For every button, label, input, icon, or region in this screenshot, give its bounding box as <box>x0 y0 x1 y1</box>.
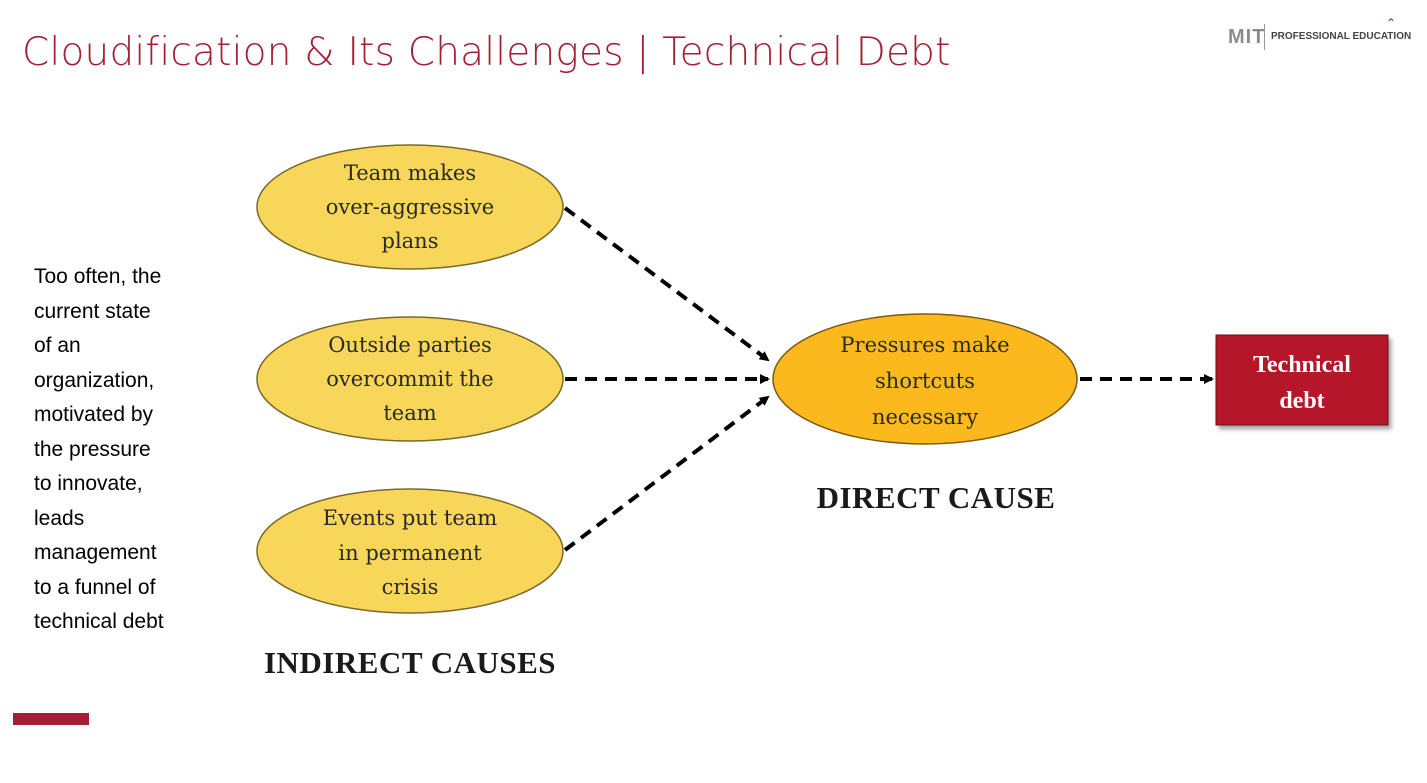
technical-debt-text-line: debt <box>1279 388 1324 414</box>
side-text-line: Too often, the <box>34 265 162 288</box>
node-text-line: overcommit the <box>326 367 493 391</box>
node-text-line: Outside parties <box>328 333 492 357</box>
node-text-line: crisis <box>382 575 439 599</box>
node-text-line: over-aggressive <box>326 195 495 219</box>
direct-cause-node: Pressures make shortcuts necessary <box>772 313 1078 445</box>
node-text-line: shortcuts <box>875 369 975 393</box>
side-text-line: motivated by <box>34 403 154 426</box>
arrow-plans-to-pressures <box>563 206 770 362</box>
node-text-line: team <box>383 401 436 425</box>
node-text-line: plans <box>382 229 439 253</box>
technical-debt-box <box>1215 334 1389 426</box>
technical-debt-node: Technical debt <box>1215 334 1389 426</box>
side-text-line: current state <box>34 299 151 323</box>
indirect-cause-ellipse <box>256 316 564 442</box>
side-text-line: organization, <box>34 368 155 392</box>
indirect-causes-label: INDIRECT CAUSES <box>264 645 556 680</box>
side-text-line: leads <box>34 506 85 530</box>
node-text-line: necessary <box>872 405 978 429</box>
side-description: Too often, the current state of an organ… <box>34 260 214 640</box>
slide-title: Cloudification & Its Challenges | Techni… <box>22 30 951 75</box>
indirect-cause-node-1: Team makes over-aggressive plans <box>256 144 564 270</box>
arrows <box>563 206 1214 552</box>
direct-cause-ellipse <box>772 313 1078 445</box>
direct-cause-label: DIRECT CAUSE <box>817 480 1056 515</box>
side-text-line: of an <box>34 334 81 357</box>
graduation-cap-icon: ⌃ <box>1386 16 1397 30</box>
side-text-line: the pressure <box>34 437 151 461</box>
node-text-line: Team makes <box>344 161 476 185</box>
side-text-line: to innovate, <box>34 472 143 495</box>
node-text-line: in permanent <box>338 541 482 565</box>
side-text-line: to a funnel of <box>34 575 156 599</box>
indirect-cause-ellipse <box>256 144 564 270</box>
mit-pe-logo: MIT PROFESSIONAL EDUCATION ⌃ <box>1228 16 1412 56</box>
indirect-cause-node-2: Outside parties overcommit the team <box>256 316 564 442</box>
footer-accent-bar <box>13 713 89 725</box>
mit-logo-mark: MIT <box>1228 26 1266 48</box>
arrow-crisis-to-pressures <box>563 395 770 552</box>
node-text-line: Events put team <box>323 506 498 530</box>
indirect-cause-node-3: Events put team in permanent crisis <box>256 488 564 614</box>
logo-divider <box>1264 24 1265 50</box>
technical-debt-text-line: Technical <box>1253 352 1351 378</box>
side-text-line: technical debt <box>34 610 164 633</box>
node-text-line: Pressures make <box>840 333 1009 357</box>
side-text-line: management <box>34 541 157 564</box>
indirect-cause-ellipse <box>256 488 564 614</box>
logo-text: PROFESSIONAL EDUCATION <box>1271 31 1412 42</box>
